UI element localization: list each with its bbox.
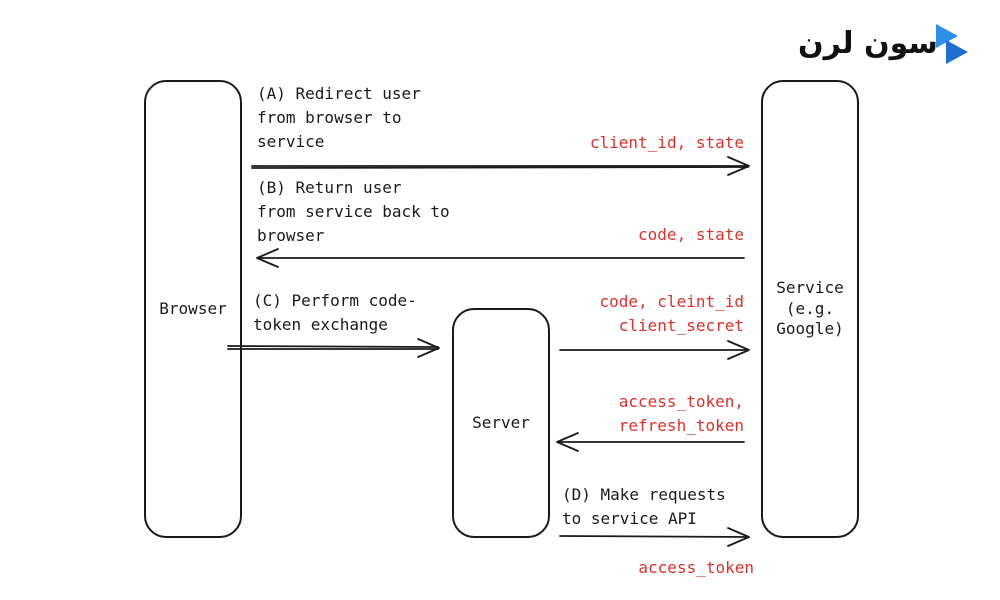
arrow-service-to-server-tokens: [556, 432, 745, 452]
server-label: Server: [472, 412, 530, 432]
arrow-c-browser-to-server: [227, 338, 440, 358]
step-a-text: (A) Redirect user from browser to servic…: [257, 84, 421, 151]
param-tokens-text: access_token, refresh_token: [618, 392, 744, 435]
param-d-text: access_token: [638, 558, 754, 577]
param-c-text: code, cleint_id client_secret: [599, 292, 745, 335]
arrow-a-browser-to-service: [251, 156, 750, 176]
step-c-text: (C) Perform code- token exchange: [253, 291, 417, 334]
arrow-d-server-to-service-api: [559, 527, 750, 547]
param-b-text: code, state: [638, 225, 744, 244]
service-box: Service (e.g. Google): [761, 80, 859, 538]
browser-box: Browser: [144, 80, 242, 538]
step-b-text: (B) Return user from service back to bro…: [257, 178, 450, 245]
brand-mark-icon: [936, 24, 968, 64]
service-label: Service (e.g. Google): [776, 277, 844, 339]
brand-logo: سون لرن: [798, 22, 970, 70]
brand-logo-text: سون لرن: [798, 26, 938, 61]
step-d-text: (D) Make requests to service API: [562, 485, 726, 528]
arrow-b-service-to-browser: [256, 248, 745, 268]
server-box: Server: [452, 308, 550, 538]
browser-label: Browser: [159, 298, 227, 318]
arrow-server-to-service: [559, 340, 750, 360]
param-a-text: client_id, state: [589, 133, 744, 152]
